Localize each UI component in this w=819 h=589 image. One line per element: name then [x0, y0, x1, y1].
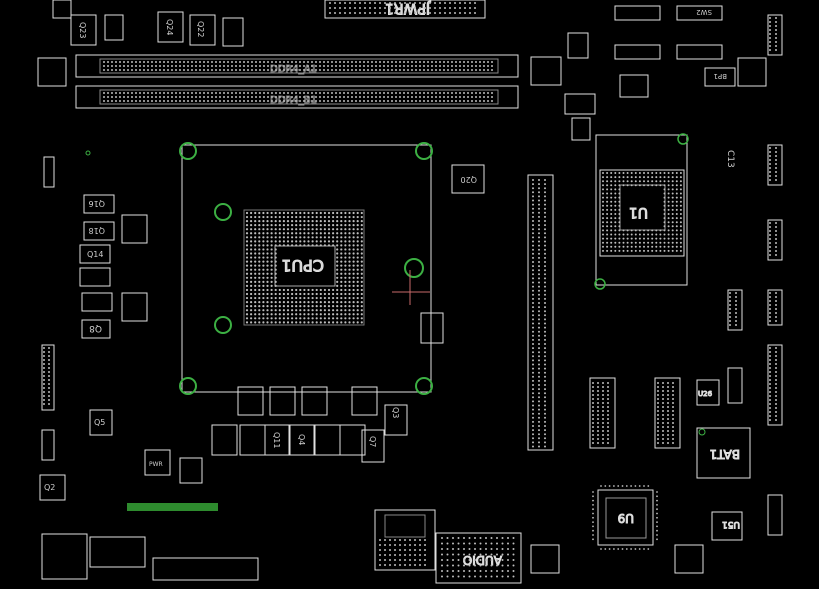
power-connector-label: JPWR1 [385, 0, 431, 16]
svg-text:Q18: Q18 [89, 226, 105, 235]
crosshair-cursor [392, 270, 430, 305]
dimm-b-label: DDR4_B1 [270, 95, 317, 106]
audio-label: AUDIO [463, 553, 502, 567]
highlighted-trace [127, 503, 218, 511]
usb-lan-connector [374, 509, 436, 571]
svg-text:Q5: Q5 [94, 418, 105, 427]
svg-text:Q23: Q23 [78, 22, 87, 38]
mounting-vias [85, 133, 706, 436]
pch-chip [595, 134, 688, 286]
svg-text:Q4: Q4 [297, 434, 306, 445]
dimm-a-label: DDR4_A1 [270, 64, 317, 75]
svg-text:C13: C13 [725, 150, 735, 168]
svg-text:PWR: PWR [149, 461, 163, 468]
pin-fields [43, 2, 777, 578]
top-left-components [37, 0, 244, 87]
audio-connector [435, 532, 522, 584]
svg-text:Q16: Q16 [89, 199, 105, 208]
chip-u26-label: U26 [698, 390, 713, 398]
svg-text:Q14: Q14 [87, 250, 103, 259]
dimm-slot-b [75, 85, 519, 109]
super-io-label: U9 [618, 511, 634, 525]
chip-u26 [696, 379, 720, 406]
pcie-slot [527, 174, 554, 451]
svg-text:SW2: SW2 [696, 8, 712, 16]
left-edge-headers [41, 156, 55, 461]
svg-text:Q2: Q2 [44, 483, 55, 492]
component-labels: Q23 Q24 Q22 Q16 Q18 Q14 Q8 Q3 Q11 Q4 Q7 … [44, 8, 735, 492]
vrm-components [211, 164, 485, 463]
svg-text:Q3: Q3 [391, 407, 400, 418]
svg-text:Q24: Q24 [165, 19, 174, 35]
svg-text:Q22: Q22 [196, 21, 205, 37]
svg-text:Q7: Q7 [368, 436, 377, 447]
svg-text:Q8: Q8 [89, 323, 102, 333]
vga-connector [41, 533, 259, 581]
svg-text:BP1: BP1 [714, 72, 727, 80]
super-io-chip [597, 489, 654, 546]
dimm-slot-a [75, 54, 519, 78]
cpu-socket-label: CPU1 [281, 256, 324, 275]
svg-text:Q11: Q11 [272, 432, 281, 448]
right-edge-headers [727, 14, 783, 536]
svg-text:Q20: Q20 [461, 175, 477, 184]
right-side-components [530, 5, 767, 574]
power-connector [324, 0, 486, 19]
left-transistors [39, 194, 203, 501]
chip-u51 [711, 511, 743, 541]
battery-label: BAT1 [710, 447, 740, 461]
chip-u51-label: U51 [722, 519, 740, 529]
pch-label: U1 [629, 204, 648, 220]
battery [696, 427, 751, 479]
